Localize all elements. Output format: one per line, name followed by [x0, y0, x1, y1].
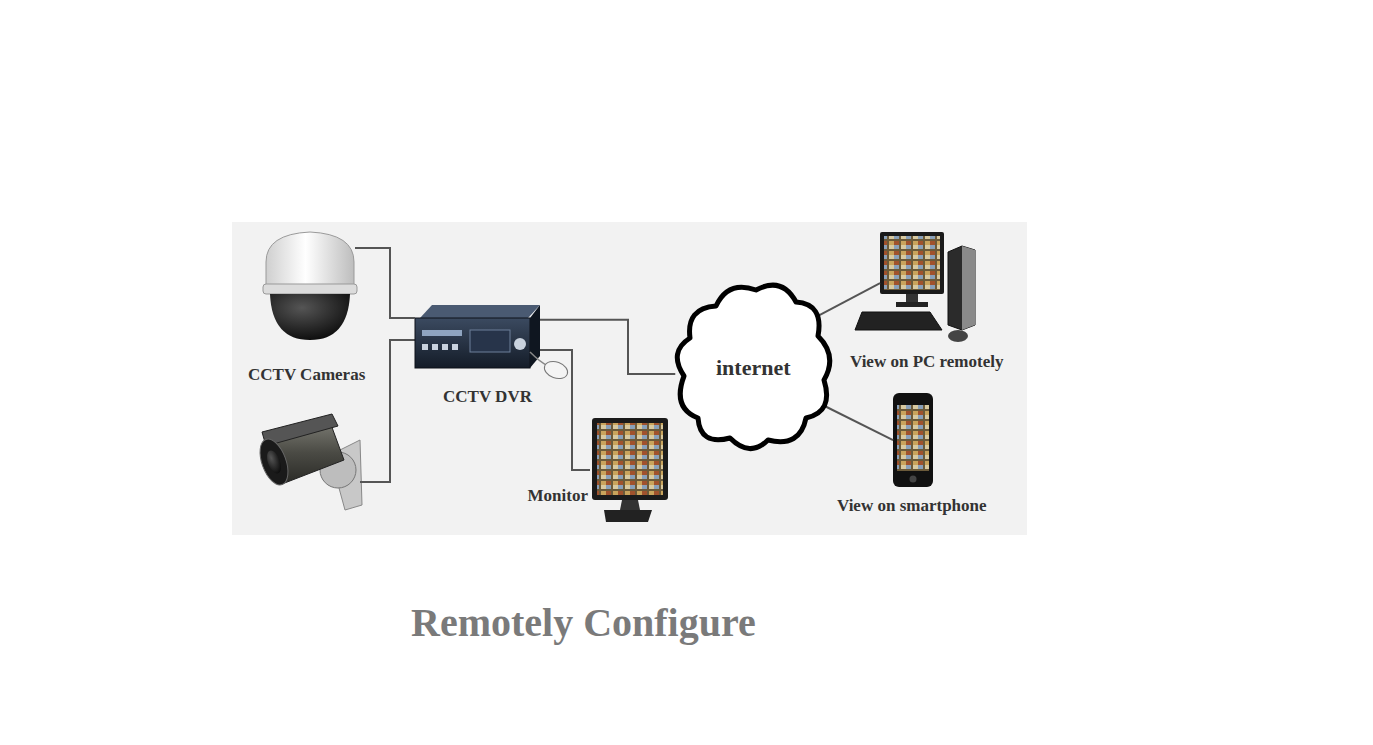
- device-label: View on PC remotely: [850, 352, 1003, 372]
- device-label: View on smartphone: [837, 496, 987, 516]
- local-monitor: [592, 418, 668, 522]
- monitor-node: Monitor: [590, 415, 670, 528]
- cloud-node: internet: [672, 272, 835, 460]
- dvr-unit: [415, 305, 540, 368]
- pc-node: View on PC remotely: [850, 230, 1018, 375]
- camera-group: CCTV Cameras: [245, 228, 373, 513]
- wire: [540, 320, 675, 374]
- wire: [824, 405, 893, 440]
- device-label: CCTV DVR: [443, 387, 532, 407]
- phone-node: View on smartphone: [836, 390, 1000, 517]
- device-label: CCTV Cameras: [248, 365, 365, 385]
- dvr-node: CCTV DVR: [415, 300, 540, 410]
- wire: [373, 248, 415, 318]
- smartphone: [893, 393, 933, 487]
- caption: Remotely Configure: [411, 600, 756, 646]
- cloud-label: internet: [716, 355, 791, 381]
- wire: [540, 350, 590, 470]
- mouse: [530, 352, 570, 382]
- dome-camera: [263, 232, 373, 340]
- panel-ground: [232, 222, 1027, 535]
- device-label: Monitor: [528, 486, 588, 506]
- wire: [814, 283, 880, 318]
